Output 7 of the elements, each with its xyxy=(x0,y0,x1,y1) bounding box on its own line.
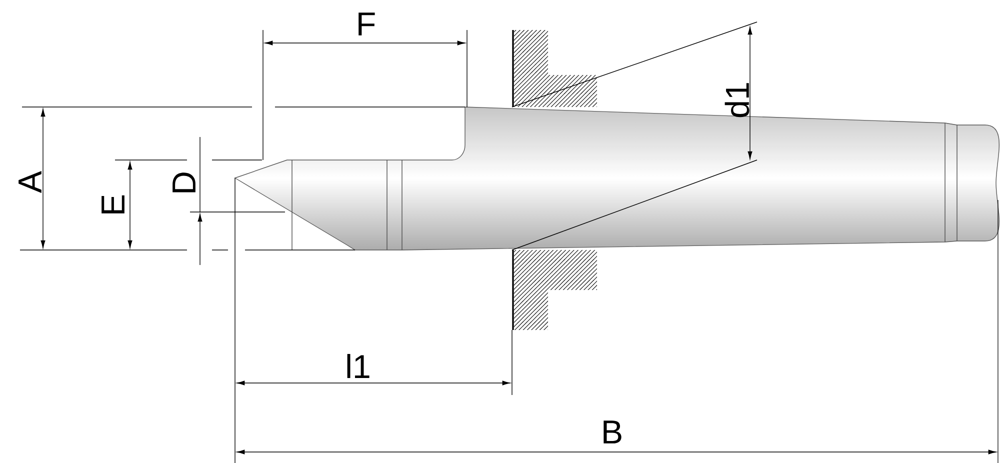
dimension-label: F xyxy=(358,12,375,36)
dimension-label: D xyxy=(172,172,196,192)
dimension-label: l1 xyxy=(347,354,370,378)
dimension-label: B xyxy=(604,420,622,444)
dimension-label: A xyxy=(18,170,42,193)
dimension-label: d1 xyxy=(724,83,750,118)
dimension-label: E xyxy=(102,195,124,214)
